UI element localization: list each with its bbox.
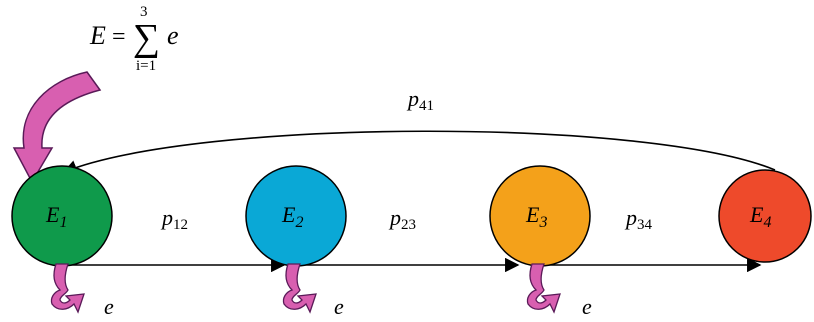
- curly-arrow-icon: [526, 263, 561, 314]
- formula-sum-sign: ∑: [133, 17, 160, 59]
- formula-lhs: E: [89, 21, 106, 50]
- edge-4-1-arrow: [62, 130, 776, 174]
- emission-label-e: e: [582, 294, 592, 319]
- edge-label-p41: p41: [406, 86, 434, 114]
- formula-equals: =: [112, 24, 126, 50]
- emission-label-e: e: [104, 294, 114, 319]
- node-e4-label: E4: [749, 202, 771, 231]
- emission-1: e: [50, 263, 114, 319]
- inflow-curved-arrow-icon: [12, 71, 102, 184]
- edge-label-p34: p34: [624, 205, 653, 233]
- node-e3-label: E3: [525, 202, 547, 231]
- formula-lower-bound: i=1: [136, 58, 156, 74]
- edge-label-p23: p23: [388, 205, 416, 233]
- emission-label-e: e: [334, 294, 344, 319]
- node-e4: E4: [718, 169, 812, 263]
- curly-arrow-icon: [50, 263, 85, 314]
- sum-formula: E = ∑ 3 i=1 e: [89, 4, 179, 74]
- curly-arrow-icon: [282, 263, 317, 314]
- node-e1: E1: [11, 165, 113, 267]
- formula-upper-bound: 3: [140, 4, 148, 20]
- emission-2: e: [282, 263, 344, 319]
- node-e4-circle: [718, 169, 812, 263]
- node-e3: E3: [489, 165, 591, 267]
- node-e2-label: E2: [281, 202, 303, 231]
- emission-3: e: [526, 263, 592, 319]
- formula-term: e: [167, 21, 179, 50]
- node-e1-label: E1: [45, 202, 67, 231]
- edge-label-p12: p12: [160, 205, 188, 233]
- node-e2: E2: [245, 165, 347, 267]
